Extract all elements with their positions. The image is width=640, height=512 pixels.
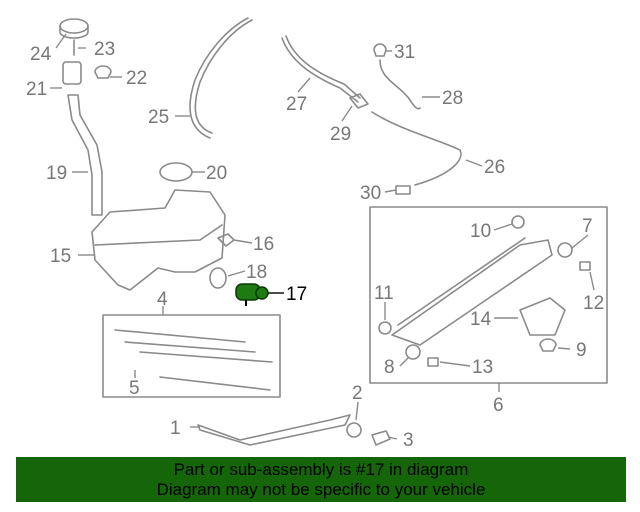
callout-21[interactable]: 21 (26, 79, 47, 100)
part-16-bolt (217, 233, 235, 247)
callout-18[interactable]: 18 (246, 262, 267, 283)
callout-5[interactable]: 5 (129, 378, 140, 399)
callout-3[interactable]: 3 (403, 430, 414, 451)
callout-28[interactable]: 28 (442, 88, 463, 109)
callout-19[interactable]: 19 (46, 163, 67, 184)
part-31-check-valve (373, 43, 387, 57)
part-9-cap (539, 338, 557, 352)
part-21-seal (62, 61, 82, 85)
part-6-wiper-linkage (391, 239, 553, 346)
callout-25[interactable]: 25 (148, 107, 169, 128)
part-1-wiper-arm (197, 414, 351, 446)
callout-26[interactable]: 26 (484, 157, 505, 178)
callout-23[interactable]: 23 (94, 39, 115, 60)
part-29-joint (349, 93, 369, 109)
part-11-pivot (378, 321, 392, 335)
part-25-hose (189, 17, 249, 139)
callout-22[interactable]: 22 (126, 68, 147, 89)
wiper-linkage-group-box (369, 206, 608, 384)
callout-31[interactable]: 31 (394, 42, 415, 63)
callout-27[interactable]: 27 (286, 94, 307, 115)
callout-9[interactable]: 9 (576, 340, 587, 361)
banner-line-2: Diagram may not be specific to your vehi… (156, 480, 486, 499)
callout-8[interactable]: 8 (384, 357, 395, 378)
part-5-blade (159, 376, 271, 391)
part-17-washer-pump[interactable] (235, 283, 269, 306)
part-12-bolt (579, 261, 591, 271)
part-20-cap (159, 162, 193, 182)
banner-line-1: Part or sub-assembly is #17 in diagram (173, 460, 469, 479)
part-28-hose (379, 59, 421, 110)
callout-7[interactable]: 7 (582, 216, 593, 237)
part-13-bolt (427, 357, 439, 367)
part-8-bushing (405, 344, 421, 360)
part-3-cover (371, 430, 391, 446)
part-19-filler-neck (67, 94, 103, 216)
callout-4[interactable]: 4 (157, 289, 168, 310)
part-2-cap (346, 422, 362, 438)
part-7-bushing (557, 242, 573, 258)
callout-10[interactable]: 10 (470, 221, 491, 242)
part-15-reservoir (91, 189, 226, 291)
part-10-pivot (511, 215, 525, 229)
callout-30[interactable]: 30 (360, 183, 381, 204)
part-24-cap (59, 18, 89, 34)
callout-12[interactable]: 12 (583, 293, 604, 314)
part-30-joint (395, 185, 411, 195)
callout-20[interactable]: 20 (206, 163, 227, 184)
callout-2[interactable]: 2 (352, 383, 363, 404)
part-27-hose (281, 37, 359, 103)
part-18-grommet (209, 267, 227, 289)
part-26-hose (371, 111, 462, 186)
callout-17[interactable]: 17 (286, 284, 307, 305)
part-22-clip (94, 65, 112, 79)
callout-16[interactable]: 16 (253, 234, 274, 255)
part-4-blade-rubber (114, 329, 246, 343)
callout-13[interactable]: 13 (472, 357, 493, 378)
callout-24[interactable]: 24 (30, 44, 52, 65)
info-banner: Part or sub-assembly is #17 in diagram D… (16, 457, 626, 502)
callout-14[interactable]: 14 (470, 309, 492, 330)
callout-15[interactable]: 15 (50, 246, 71, 267)
callout-29[interactable]: 29 (330, 124, 351, 145)
callout-6[interactable]: 6 (493, 395, 504, 416)
wiper-blade-group-box (102, 314, 281, 398)
part-14-wiper-motor (519, 297, 566, 336)
callout-11[interactable]: 11 (374, 283, 394, 304)
callout-1[interactable]: 1 (170, 418, 181, 439)
